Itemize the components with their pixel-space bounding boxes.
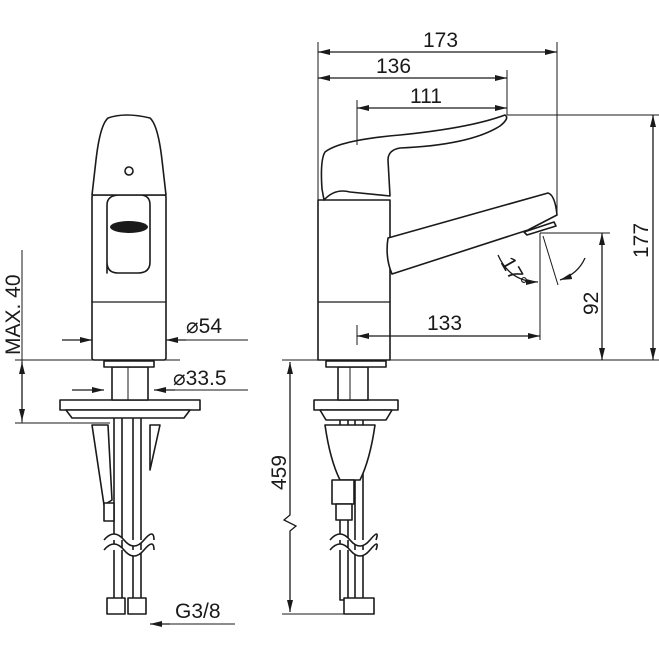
mounting-bracket-right: [324, 424, 376, 481]
spout: [386, 192, 558, 275]
lever-front-left: [106, 194, 151, 274]
dim-thread-g3-8: G3/8: [175, 600, 221, 623]
dim-133: 133: [427, 312, 462, 335]
right-view-faucet: [290, 114, 659, 615]
lever-handle: [320, 114, 508, 201]
left-view-faucet: [15, 114, 201, 615]
dim-diameter-33-5: ⌀33.5: [173, 367, 227, 390]
hoses-left: [103, 399, 155, 615]
dim-line-459: [282, 362, 298, 612]
dim-max-40: MAX. 40: [2, 274, 25, 355]
mounting-bracket-left: [91, 424, 113, 506]
dim-136: 136: [376, 55, 411, 78]
dim-92: 92: [580, 292, 603, 315]
dim-angle-17: 17°: [496, 253, 532, 292]
dim-diameter-54: ⌀54: [186, 315, 222, 338]
threaded-stem-right: [337, 366, 369, 401]
handle-top-left: [91, 114, 167, 196]
left-dimensions: MAX. 40 ⌀54 ⌀33.5 G3/8: [2, 250, 248, 627]
mounting-plate-right: [313, 399, 399, 411]
mounting-plate-left: [59, 399, 201, 411]
dim-111: 111: [410, 85, 442, 108]
dim-459: 459: [268, 455, 291, 490]
dim-177: 177: [630, 223, 653, 258]
dim-173: 173: [423, 29, 458, 52]
threaded-stem-left: [111, 366, 149, 401]
